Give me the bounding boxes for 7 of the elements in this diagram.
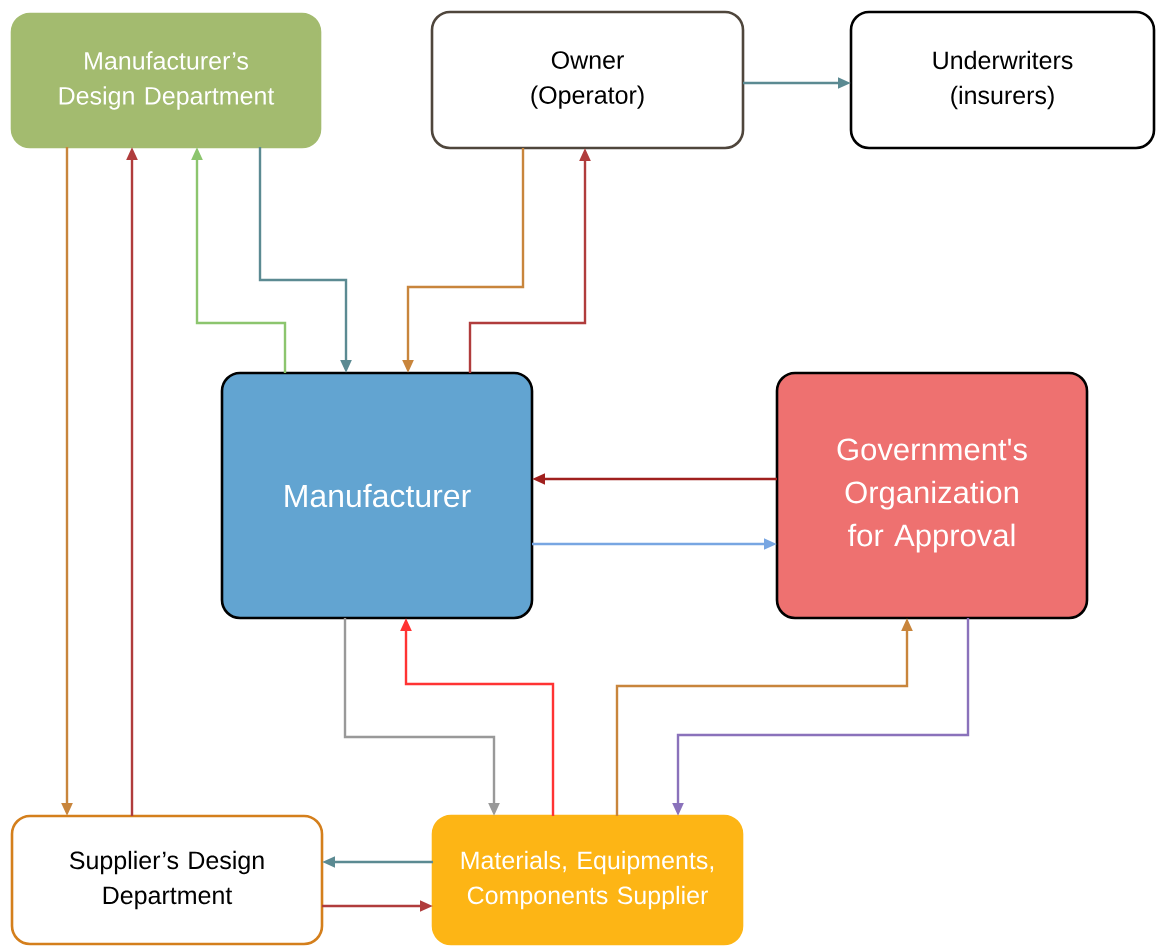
owner-box: Owner (Operator) xyxy=(430,10,745,150)
approval-box: Government's Organization for Approval xyxy=(775,371,1089,620)
department-box: Manufacturer’s Design Department xyxy=(10,12,322,149)
supplier-box: Materials, Equipments, Components Supplier xyxy=(431,814,744,946)
underwriters-box: Underwriters (insurers) xyxy=(849,10,1156,150)
manufacturer-box: Manufacturer xyxy=(220,371,534,620)
department-box: Supplier’s Design Department xyxy=(10,814,324,946)
